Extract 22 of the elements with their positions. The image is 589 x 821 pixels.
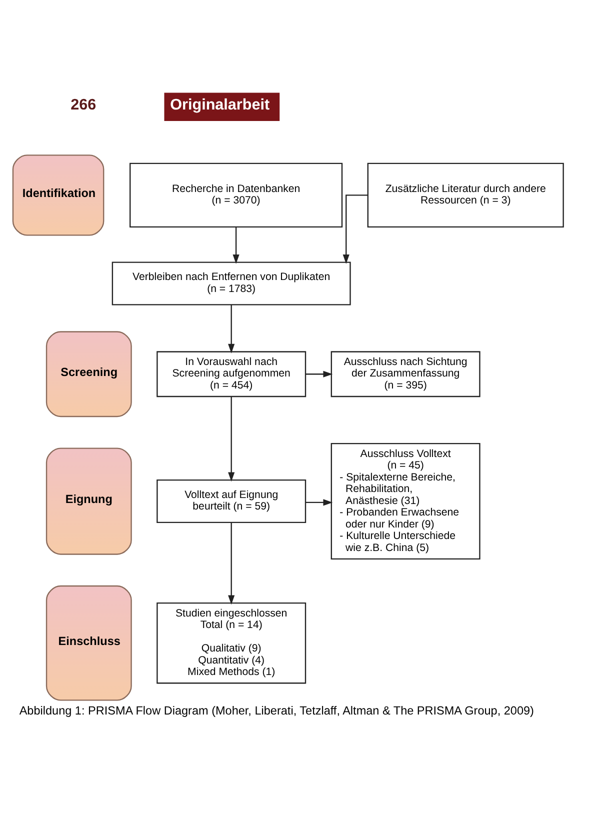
node-box: Identifikation <box>12 154 104 236</box>
label: Originalarbeit <box>170 96 270 114</box>
node-box: Zusätzliche Literatur durch andere Ressourcen (n = 3) <box>367 162 564 228</box>
node-box: Eignung <box>46 448 132 555</box>
node-box: Ausschluss nach Sichtung der Zusammenfassung (n = 395) <box>330 351 480 398</box>
node-box: In Vorauswahl nach Screening aufgenommen (n = 454) <box>156 351 306 398</box>
node-box: Volltext auf Eignung beurteilt (n = 59) <box>156 479 306 524</box>
arrow <box>342 194 368 264</box>
label: 266 <box>70 96 96 114</box>
node-box: Screening <box>46 331 132 418</box>
caption: Abbildung 1: PRISMA Flow Diagram (Moher, Liberati, Tetzlaff, Altman & The PRISMA Group, 2009) <box>19 704 534 718</box>
arrow <box>228 522 235 605</box>
node-box: Einschluss <box>46 585 132 701</box>
arrow <box>232 227 240 264</box>
arrow <box>306 370 333 378</box>
node-box: Ausschluss Volltext (n = 45) - Spitalexterne Bereiche, Rehabilitation, Anästhesie (31) - Probanden Erwachsene oder nur Kinder (9) - Kulturelle Unterschiede wie z.B. China (5) <box>330 443 480 560</box>
arrow <box>228 396 235 482</box>
arrow <box>228 304 235 354</box>
node-box: Recherche in Datenbanken (n = 3070) <box>130 162 343 228</box>
arrow <box>306 499 333 506</box>
node-box: Verbleiben nach Entfernen von Duplikaten (n = 1783) <box>112 262 351 306</box>
node-box: Studien eingeschlossen Total (n = 14) Qualitativ (9) Quantitativ (4) Mixed Methods (1) <box>156 602 306 684</box>
